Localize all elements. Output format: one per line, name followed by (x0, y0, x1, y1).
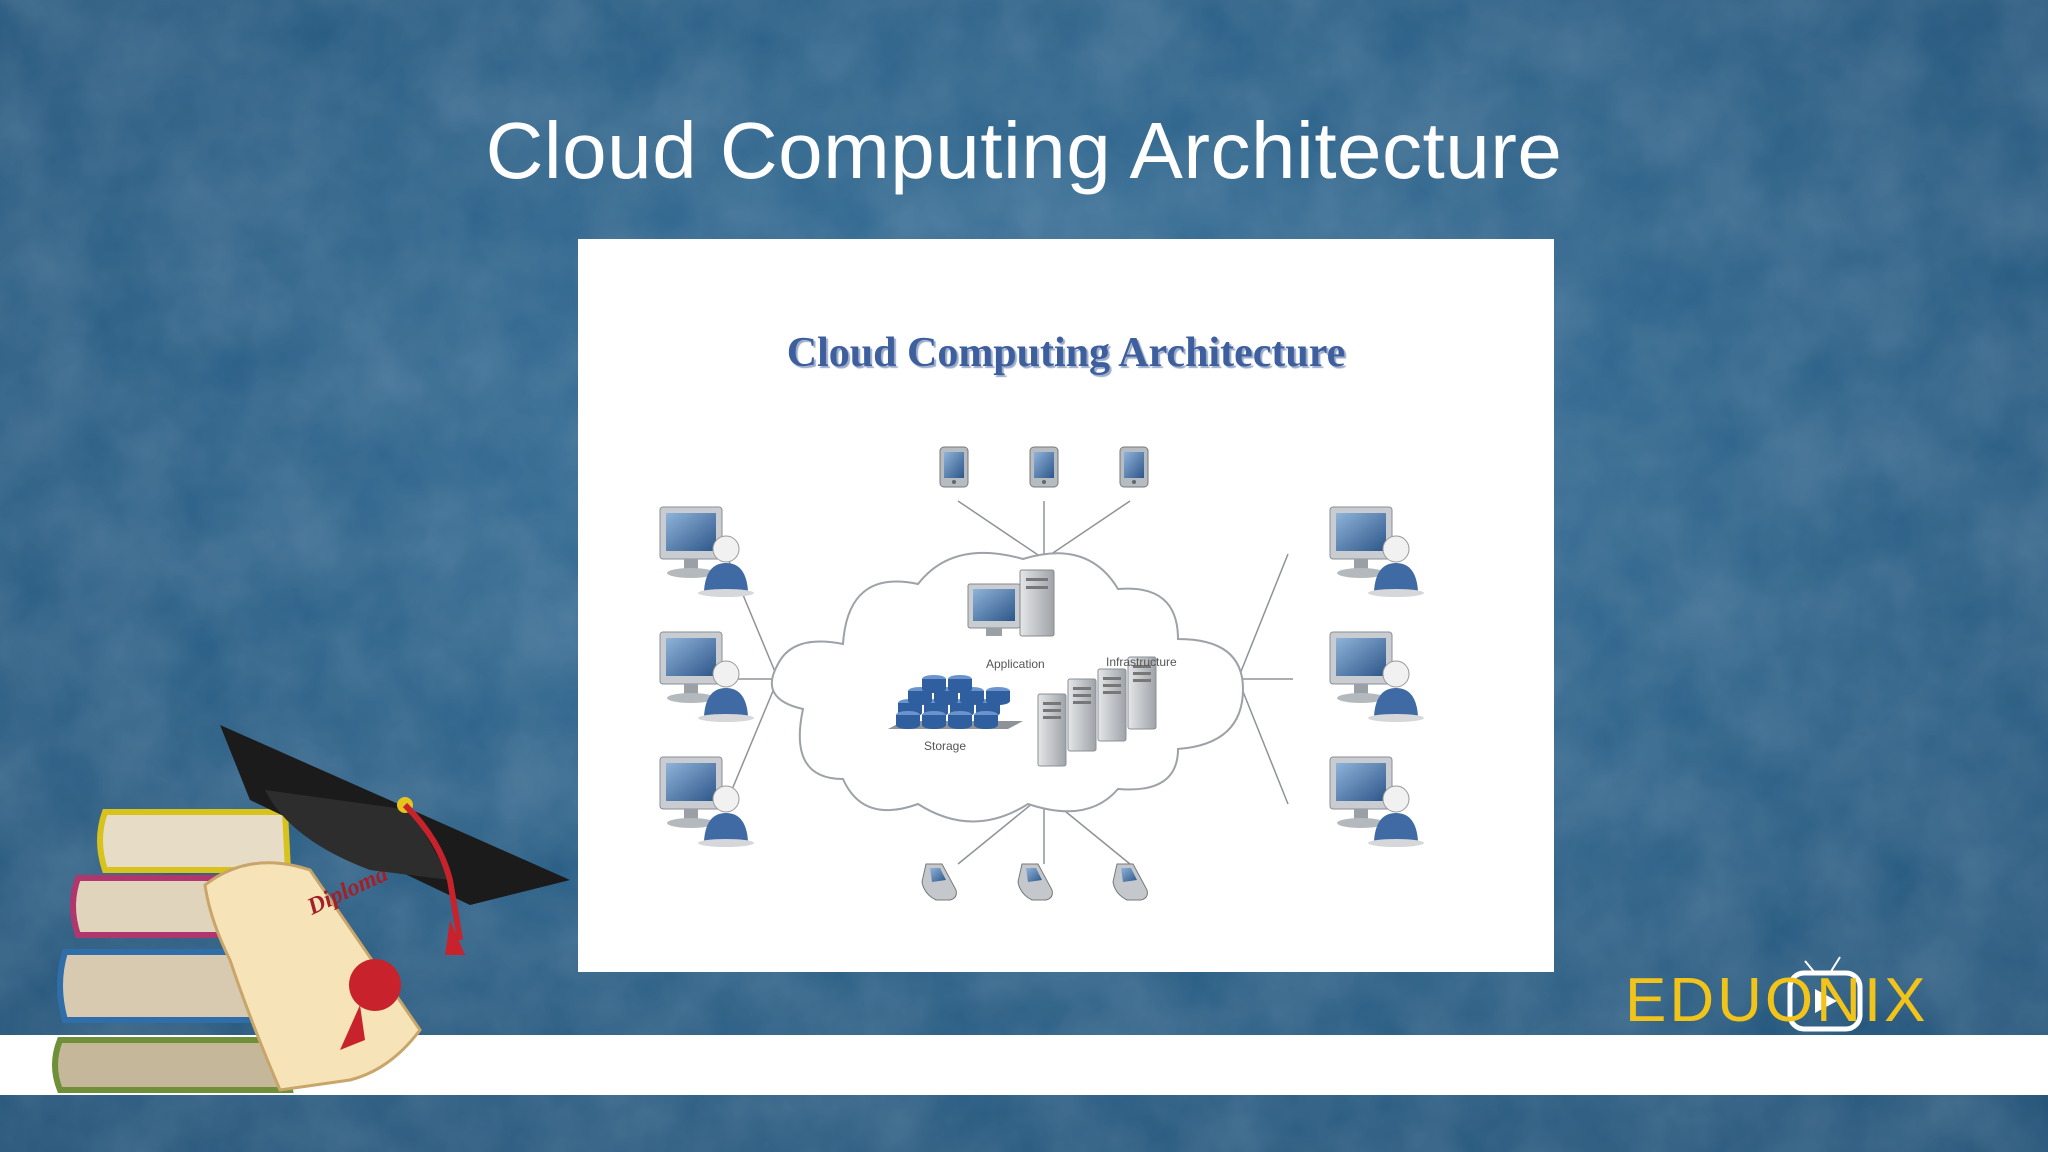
tv-icon (1787, 956, 1863, 1032)
storage-icon (888, 675, 1023, 729)
application-label: Application (986, 657, 1045, 671)
storage-label: Storage (924, 739, 967, 753)
diagram-title: Cloud Computing Architecture (786, 330, 1346, 376)
mobile-phone-devices (921, 863, 1148, 901)
cloud-shape (770, 551, 1245, 823)
application-icon (967, 569, 1055, 637)
cloud-architecture-diagram: Cloud Computing Architecture (578, 239, 1554, 972)
eduonix-logo: EDUONIX (1625, 955, 2015, 1035)
tablet-devices (939, 446, 1149, 488)
slide-title: Cloud Computing Architecture (485, 106, 1563, 195)
client-workstations-right (1329, 506, 1425, 848)
graduation-cap-icon (220, 725, 570, 955)
client-workstations-left (659, 506, 755, 848)
infrastructure-label: Infrastructure (1106, 655, 1177, 669)
graduation-clipart: Diploma (50, 720, 590, 1100)
books-diploma-cap-icon: Diploma (52, 725, 570, 1093)
eduonix-logo-text: EDUONIX (1625, 966, 1929, 1035)
diagram-graphic (659, 446, 1425, 901)
